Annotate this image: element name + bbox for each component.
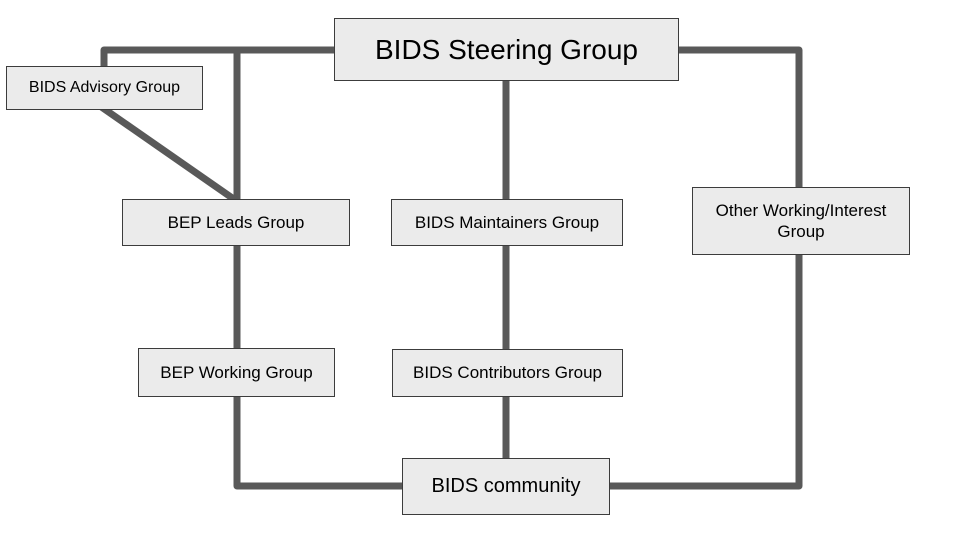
node-other-working-interest-group: Other Working/Interest Group (692, 187, 910, 255)
node-bids-advisory-group: BIDS Advisory Group (6, 66, 203, 110)
node-label: BIDS community (431, 475, 581, 497)
node-label: BEP Working Group (160, 362, 313, 382)
node-bep-leads-group: BEP Leads Group (122, 199, 350, 246)
node-label: BEP Leads Group (167, 212, 305, 232)
node-bids-community: BIDS community (402, 458, 610, 515)
edge-advisory-bep-leads (98, 103, 240, 205)
node-bids-contributors-group: BIDS Contributors Group (392, 349, 623, 397)
node-bep-working-group: BEP Working Group (138, 348, 335, 397)
node-bids-steering-group: BIDS Steering Group (334, 18, 679, 81)
node-label: BIDS Steering Group (374, 34, 639, 65)
node-label: BIDS Advisory Group (28, 79, 181, 96)
edge-steering-other-community (600, 46, 803, 490)
node-label: BIDS Contributors Group (413, 363, 602, 383)
node-bids-maintainers-group: BIDS Maintainers Group (391, 199, 623, 246)
edge-steering-bep-community (233, 50, 410, 490)
node-label: BIDS Maintainers Group (414, 212, 600, 232)
node-label: Other Working/Interest Group (715, 200, 887, 241)
